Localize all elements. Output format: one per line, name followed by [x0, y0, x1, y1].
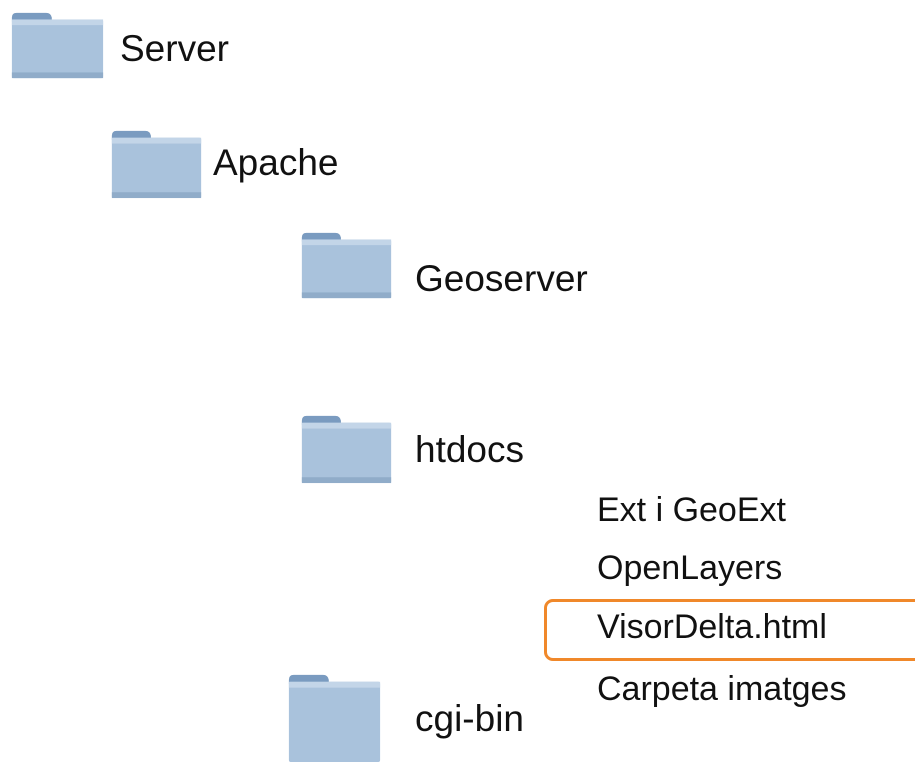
- visordelta-highlight-box: [544, 599, 915, 661]
- geoserver-folder-label[interactable]: Geoserver: [415, 258, 588, 299]
- apache-folder-label[interactable]: Apache: [213, 142, 339, 183]
- cgi-bin-folder-label[interactable]: cgi-bin: [415, 698, 524, 739]
- apache-folder-icon[interactable]: [110, 128, 203, 200]
- htdocs-item-carpeta-imatges[interactable]: Carpeta imatges: [597, 670, 847, 708]
- geoserver-folder-icon[interactable]: [300, 230, 393, 300]
- htdocs-folder-icon[interactable]: [300, 413, 393, 485]
- server-folder-label[interactable]: Server: [120, 28, 229, 69]
- htdocs-item-ext-geoext[interactable]: Ext i GeoExt: [597, 491, 786, 529]
- server-folder-icon[interactable]: [10, 10, 105, 80]
- htdocs-item-openlayers[interactable]: OpenLayers: [597, 549, 783, 587]
- htdocs-folder-label[interactable]: htdocs: [415, 429, 525, 470]
- htdocs-item-visordelta[interactable]: VisorDelta.html: [597, 608, 827, 646]
- cgi-bin-folder-icon[interactable]: [287, 672, 382, 762]
